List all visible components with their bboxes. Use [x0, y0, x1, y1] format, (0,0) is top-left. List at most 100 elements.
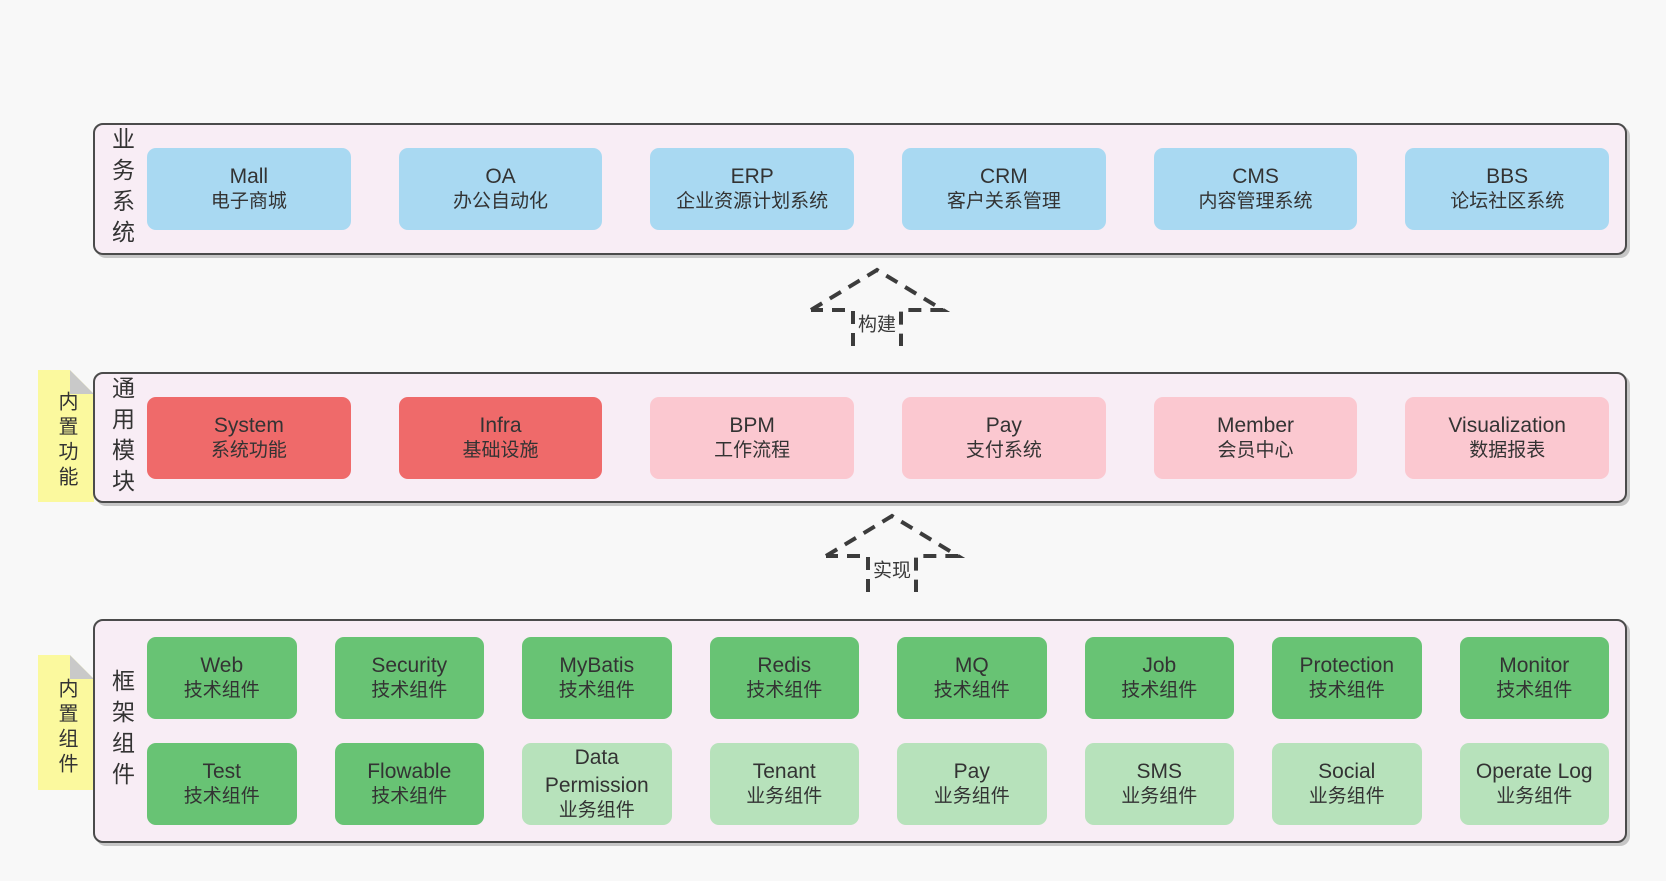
- framework-row-2: Test 技术组件 Flowable 技术组件 Data Permission …: [147, 743, 1609, 825]
- box-subtitle: 企业资源计划系统: [676, 191, 829, 213]
- arrow-label: 构建: [854, 308, 900, 338]
- box-subtitle: 技术组件: [183, 786, 260, 808]
- box-name: MQ: [954, 654, 989, 677]
- layer-title-text: 业务系统: [108, 127, 135, 251]
- box-monitor: Monitor 技术组件: [1459, 637, 1609, 719]
- box-subtitle: 技术组件: [1121, 680, 1198, 702]
- sticky-note-label: 内置功能: [55, 391, 77, 491]
- box-subtitle: 技术组件: [746, 680, 823, 702]
- box-subtitle: 技术组件: [1496, 680, 1573, 702]
- box-mall: Mall 电子商城: [147, 148, 351, 230]
- box-subtitle: 技术组件: [558, 680, 635, 702]
- box-subtitle: 技术组件: [183, 680, 260, 702]
- box-name: Data Permission: [544, 746, 649, 797]
- box-flowable: Flowable 技术组件: [334, 743, 484, 825]
- box-name: SMS: [1136, 760, 1182, 783]
- box-subtitle: 技术组件: [933, 680, 1010, 702]
- box-name: Pay: [985, 413, 1022, 437]
- layer-title-text: 通用模块: [108, 375, 135, 500]
- box-subtitle: 办公自动化: [453, 191, 549, 213]
- box-name: Test: [202, 760, 241, 783]
- box-subtitle: 客户关系管理: [946, 191, 1061, 213]
- box-subtitle: 业务组件: [1121, 786, 1198, 808]
- box-name: Flowable: [367, 760, 452, 783]
- folded-corner-icon: [70, 370, 94, 394]
- sticky-note-built-in-features: 内置功能: [38, 370, 94, 502]
- box-visualization: Visualization 数据报表: [1405, 396, 1610, 479]
- box-name: Social: [1318, 760, 1376, 783]
- arrow-build: 构建: [807, 266, 951, 346]
- box-name: Visualization: [1448, 413, 1566, 437]
- box-subtitle: 内容管理系统: [1198, 191, 1313, 213]
- box-name: Web: [200, 654, 244, 677]
- box-subtitle: 数据报表: [1469, 439, 1546, 461]
- box-subtitle: 电子商城: [210, 191, 287, 213]
- box-job: Job 技术组件: [1084, 637, 1234, 719]
- box-name: Job: [1142, 654, 1177, 677]
- box-name: ERP: [730, 165, 774, 188]
- box-name: CRM: [979, 165, 1028, 188]
- box-name: BPM: [729, 413, 775, 437]
- layer-title-text: 框架组件: [108, 669, 135, 793]
- business-boxes: Mall 电子商城 OA 办公自动化 ERP 企业资源计划系统 CRM 客户关系…: [147, 125, 1625, 253]
- framework-rows: Web 技术组件 Security 技术组件 MyBatis 技术组件 Redi…: [147, 621, 1625, 841]
- box-protection: Protection 技术组件: [1272, 637, 1422, 719]
- box-social: Social 业务组件: [1272, 743, 1422, 825]
- box-bpm: BPM 工作流程: [650, 396, 855, 479]
- sticky-note-built-in-components: 内置组件: [38, 655, 94, 790]
- box-oa: OA 办公自动化: [398, 148, 603, 230]
- box-name: Monitor: [1499, 654, 1570, 677]
- box-data-permission: Data Permission 业务组件: [522, 743, 672, 825]
- box-name: Operate Log: [1475, 760, 1593, 783]
- box-subtitle: 业务组件: [1496, 786, 1573, 808]
- layer-title-framework: 框架组件: [95, 621, 147, 841]
- box-name: BBS: [1486, 165, 1529, 188]
- arrow-implement: 实现: [822, 512, 966, 592]
- box-infra: Infra 基础设施: [398, 396, 603, 479]
- dashed-up-arrow-icon: [824, 513, 966, 592]
- box-subtitle: 业务组件: [1308, 786, 1385, 808]
- box-subtitle: 支付系统: [965, 439, 1042, 461]
- box-subtitle: 技术组件: [371, 680, 448, 702]
- box-name: OA: [485, 165, 516, 188]
- arrow-label: 实现: [869, 554, 915, 584]
- framework-row-1: Web 技术组件 Security 技术组件 MyBatis 技术组件 Redi…: [147, 637, 1609, 719]
- box-subtitle: 论坛社区系统: [1450, 191, 1565, 213]
- box-name: Member: [1217, 413, 1295, 437]
- box-name: Pay: [953, 760, 990, 783]
- box-name: CMS: [1232, 165, 1279, 188]
- box-pay-business: Pay 业务组件: [897, 743, 1047, 825]
- layer-title-modules: 通用模块: [95, 374, 147, 501]
- box-security: Security 技术组件: [334, 637, 484, 719]
- layer-common-modules: 通用模块 System 系统功能 Infra 基础设施 BPM 工作流程 Pay…: [93, 372, 1627, 503]
- box-subtitle: 技术组件: [1308, 680, 1385, 702]
- box-cms: CMS 内容管理系统: [1153, 148, 1358, 230]
- box-subtitle: 工作流程: [714, 439, 791, 461]
- box-tenant: Tenant 业务组件: [709, 743, 859, 825]
- box-name: Redis: [757, 654, 812, 677]
- box-mq: MQ 技术组件: [897, 637, 1047, 719]
- layer-framework-components: 框架组件 Web 技术组件 Security 技术组件 MyBatis 技术组件…: [93, 619, 1627, 843]
- box-subtitle: 业务组件: [933, 786, 1010, 808]
- box-sms: SMS 业务组件: [1084, 743, 1234, 825]
- box-subtitle: 业务组件: [558, 799, 635, 821]
- box-pay: Pay 支付系统: [902, 396, 1106, 479]
- box-redis: Redis 技术组件: [709, 637, 859, 719]
- box-erp: ERP 企业资源计划系统: [650, 148, 855, 230]
- box-web: Web 技术组件: [147, 637, 297, 719]
- box-subtitle: 技术组件: [371, 786, 448, 808]
- box-operate-log: Operate Log 业务组件: [1459, 743, 1609, 825]
- box-name: Infra: [479, 413, 522, 437]
- folded-corner-icon: [70, 655, 94, 679]
- sticky-note-label: 内置组件: [55, 677, 77, 778]
- box-crm: CRM 客户关系管理: [902, 148, 1106, 230]
- module-boxes: System 系统功能 Infra 基础设施 BPM 工作流程 Pay 支付系统…: [147, 374, 1625, 501]
- box-name: Mall: [229, 165, 269, 188]
- box-subtitle: 业务组件: [746, 786, 823, 808]
- layer-title-business: 业务系统: [95, 125, 147, 253]
- box-name: System: [213, 413, 284, 437]
- box-name: MyBatis: [559, 654, 635, 677]
- box-name: Tenant: [752, 760, 816, 783]
- box-bbs: BBS 论坛社区系统: [1405, 148, 1610, 230]
